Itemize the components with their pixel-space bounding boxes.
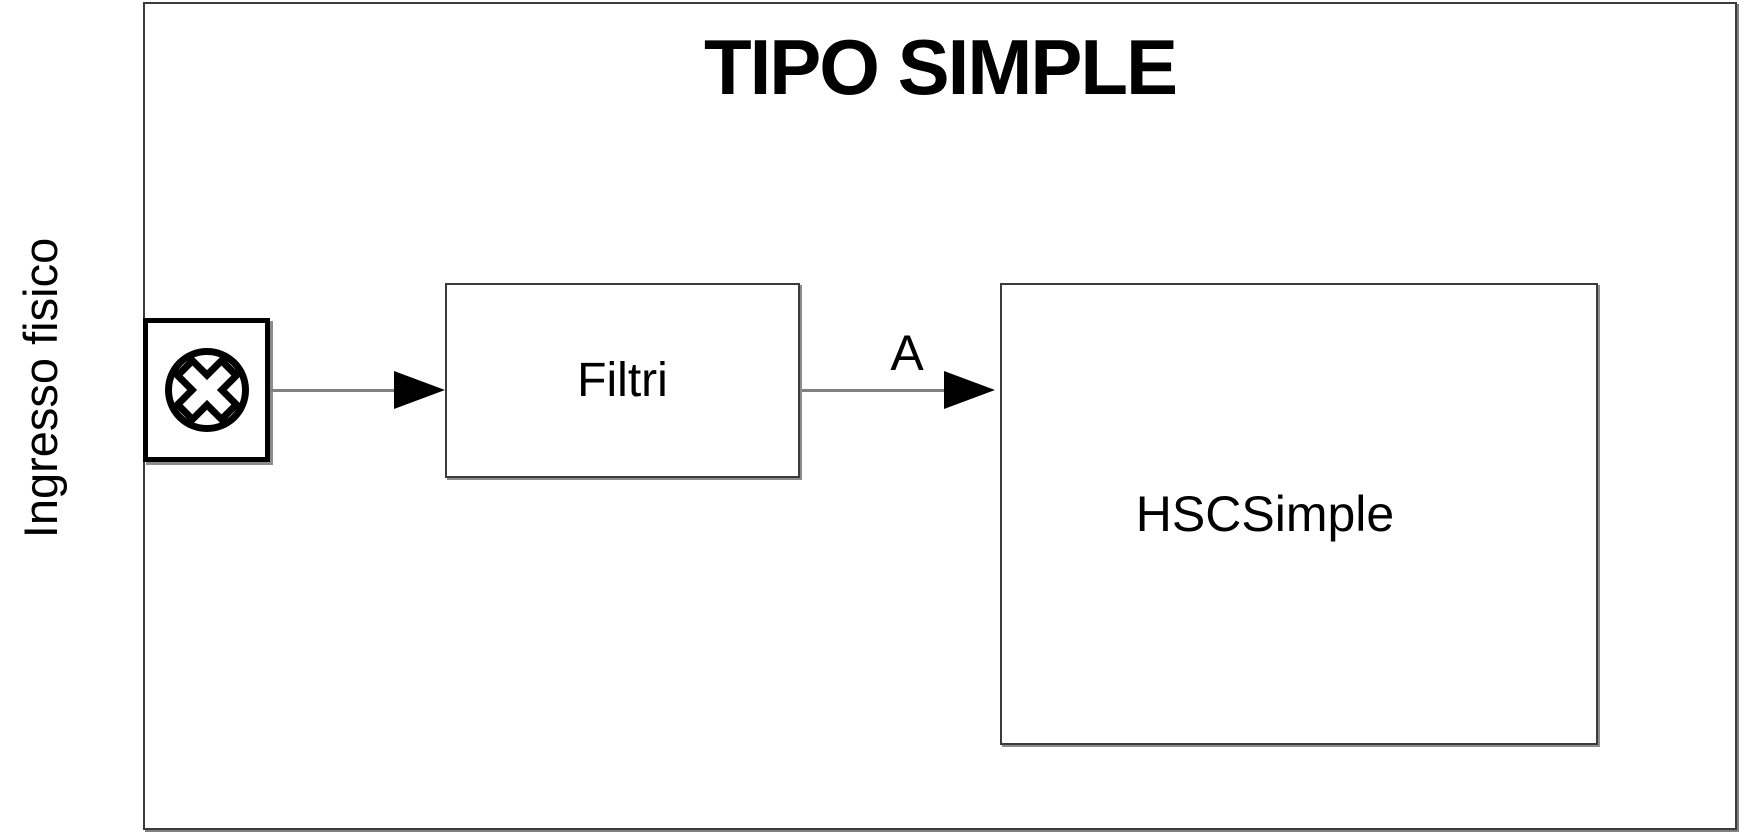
filtri-block: Filtri	[445, 283, 800, 478]
input-port-block	[143, 318, 270, 462]
hsc-simple-block: HSCSimple	[1000, 283, 1598, 745]
connector-line-filtri-to-hsc	[802, 389, 946, 392]
circle-x-input-port-icon	[164, 347, 250, 433]
connector-line-port-to-filtri	[270, 389, 396, 392]
filtri-block-label: Filtri	[577, 354, 668, 407]
arrowhead-icon	[394, 371, 445, 409]
side-label-ingresso-fisico: Ingresso fisico	[14, 237, 67, 539]
diagram-title: TIPO SIMPLE	[703, 23, 1178, 111]
hsc-simple-block-label: HSCSimple	[1135, 486, 1395, 542]
arrowhead-icon	[944, 371, 995, 409]
signal-a-label: A	[890, 325, 924, 381]
